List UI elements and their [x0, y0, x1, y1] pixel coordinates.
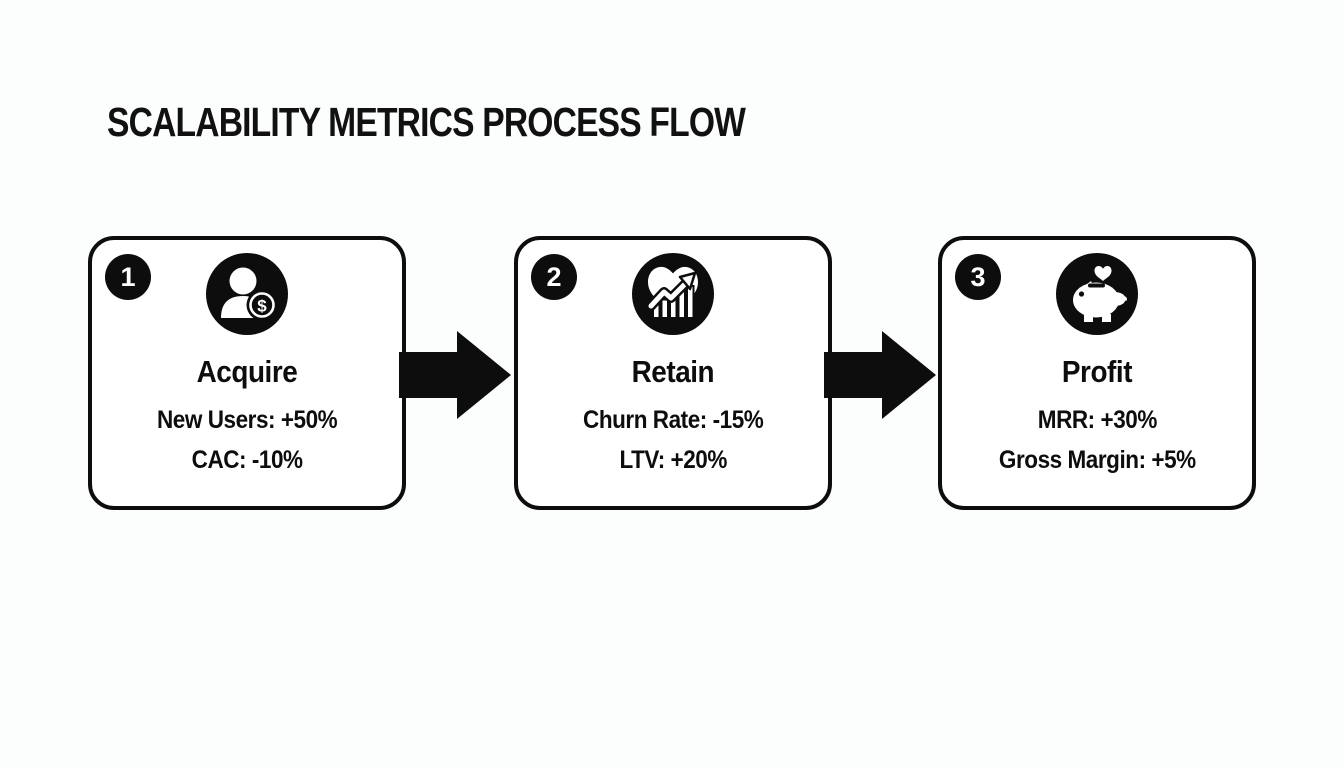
step-metrics: Churn Rate: -15% LTV: +20%: [582, 400, 764, 480]
metric-line: New Users: +50%: [156, 406, 338, 434]
step-card-acquire: 1 $ Acquire New Users: +50% CAC: -10%: [88, 236, 406, 510]
step-title: Retain: [631, 354, 715, 389]
metric-line: MRR: +30%: [1037, 406, 1157, 434]
metric-line: LTV: +20%: [619, 446, 727, 474]
svg-text:$: $: [257, 297, 267, 316]
page-title: SCALABILITY METRICS PROCESS FLOW: [107, 99, 746, 145]
piggy-bank-icon: [1055, 252, 1139, 336]
step-card-retain: 2 Retain Churn Rate: -15% LTV: +20%: [514, 236, 832, 510]
step-number-badge: 1: [105, 254, 151, 300]
flow-arrow-icon: [824, 331, 936, 419]
metric-line: Gross Margin: +5%: [998, 446, 1196, 474]
step-metrics: New Users: +50% CAC: -10%: [156, 400, 338, 480]
metric-line: Churn Rate: -15%: [582, 406, 764, 434]
step-title: Acquire: [196, 354, 298, 389]
flow-arrow-icon: [399, 331, 511, 419]
user-dollar-icon: $: [205, 252, 289, 336]
heart-growth-icon: [631, 252, 715, 336]
metric-line: CAC: -10%: [191, 446, 303, 474]
step-metrics: MRR: +30% Gross Margin: +5%: [999, 400, 1196, 480]
step-title: Profit: [1061, 354, 1133, 389]
step-card-profit: 3 Profit MRR: +30% Gross Margin: +5%: [938, 236, 1256, 510]
step-number-badge: 2: [531, 254, 577, 300]
step-number-badge: 3: [955, 254, 1001, 300]
